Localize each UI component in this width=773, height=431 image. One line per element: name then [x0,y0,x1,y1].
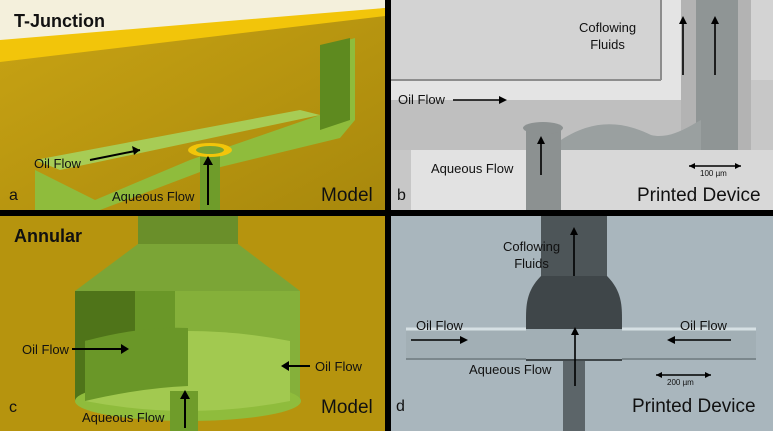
panel-a-t-junction-model: T-Junction Oil Flow Aqueous Flow Model a [0,0,385,210]
panel-d-aqueous-flow-label: Aqueous Flow [469,362,552,377]
panel-b-scale-bar-label: 100 µm [700,169,727,178]
panel-b-letter: b [397,187,406,204]
t-junction-micrograph [391,0,773,210]
panel-a-letter: a [9,187,18,204]
panel-a-title: T-Junction [14,11,105,31]
panel-c-model-label: Model [321,397,373,418]
panel-c-title: Annular [14,226,83,246]
panel-b-oil-flow-label: Oil Flow [398,92,445,107]
panel-b-coflowing-fluids-label: Coflowing Fluids [579,20,637,52]
panel-d-letter: d [396,398,405,415]
annular-model-render [0,216,385,431]
panel-a-oil-flow-label: Oil Flow [34,156,81,171]
panel-d-scale-bar-label: 200 µm [667,378,694,387]
panel-d-oil-flow-right-label: Oil Flow [680,318,727,333]
panel-d-printed-device-label: Printed Device [632,396,756,417]
panel-b-printed-device-label: Printed Device [637,185,761,206]
panel-c-aqueous-flow-label: Aqueous Flow [82,410,165,425]
t-junction-model-render [0,0,385,210]
panel-b-aqueous-flow-label: Aqueous Flow [431,161,514,176]
panel-c-annular-model: Annular Oil Flow Oil Flow Aqueous Flow M… [0,216,385,431]
panel-a-aqueous-flow-label: Aqueous Flow [112,189,195,204]
panel-a-model-label: Model [321,185,373,206]
panel-b-t-junction-printed-device: Coflowing Fluids Oil Flow Aqueous Flow 1… [391,0,773,210]
panel-d-coflowing-fluids-label: Coflowing Fluids [503,239,561,271]
vertical-divider [385,0,391,431]
panel-d-annular-printed-device: Coflowing Fluids Oil Flow Oil Flow Aqueo… [391,216,773,431]
annular-micrograph [391,216,773,431]
panel-c-letter: c [9,399,17,416]
panel-d-oil-flow-left-label: Oil Flow [416,318,463,333]
panel-c-oil-flow-right-label: Oil Flow [315,359,362,374]
panel-c-oil-flow-left-label: Oil Flow [22,342,69,357]
